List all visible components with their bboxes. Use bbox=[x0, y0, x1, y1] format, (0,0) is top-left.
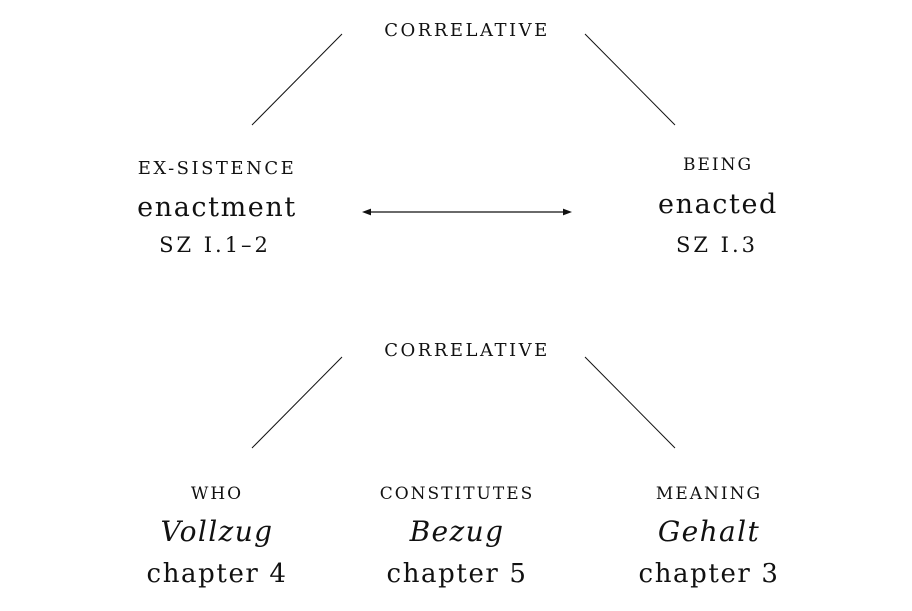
sz-1-3-reference: SZ I.3 bbox=[676, 233, 758, 257]
chapter-4-reference: chapter 4 bbox=[146, 559, 288, 589]
bottom-correlative-header: CORRELATIVE bbox=[384, 340, 550, 361]
chapter-3-reference: chapter 3 bbox=[638, 559, 780, 589]
top-right-connector-line bbox=[584, 33, 676, 126]
top-left-connector-line bbox=[251, 33, 343, 126]
bottom-right-connector-line bbox=[584, 356, 676, 449]
enactment-term: enactment bbox=[137, 192, 297, 223]
meaning-label: MEANING bbox=[655, 484, 763, 504]
bidirectional-arrow bbox=[362, 208, 572, 216]
gehalt-term: Gehalt bbox=[657, 515, 761, 548]
vollzug-term: Vollzug bbox=[160, 515, 274, 548]
chapter-5-reference: chapter 5 bbox=[386, 559, 528, 589]
being-label: BEING bbox=[682, 155, 754, 175]
who-label: WHO bbox=[190, 484, 244, 504]
enacted-term: enacted bbox=[658, 189, 778, 220]
bottom-left-connector-line bbox=[251, 356, 343, 449]
ex-sistence-label: EX-SISTENCE bbox=[137, 158, 297, 179]
top-correlative-header: CORRELATIVE bbox=[384, 20, 550, 41]
sz-1-1-2-reference: SZ I.1–2 bbox=[159, 233, 271, 257]
constitutes-label: CONSTITUTES bbox=[379, 484, 535, 504]
bezug-term: Bezug bbox=[409, 515, 505, 548]
